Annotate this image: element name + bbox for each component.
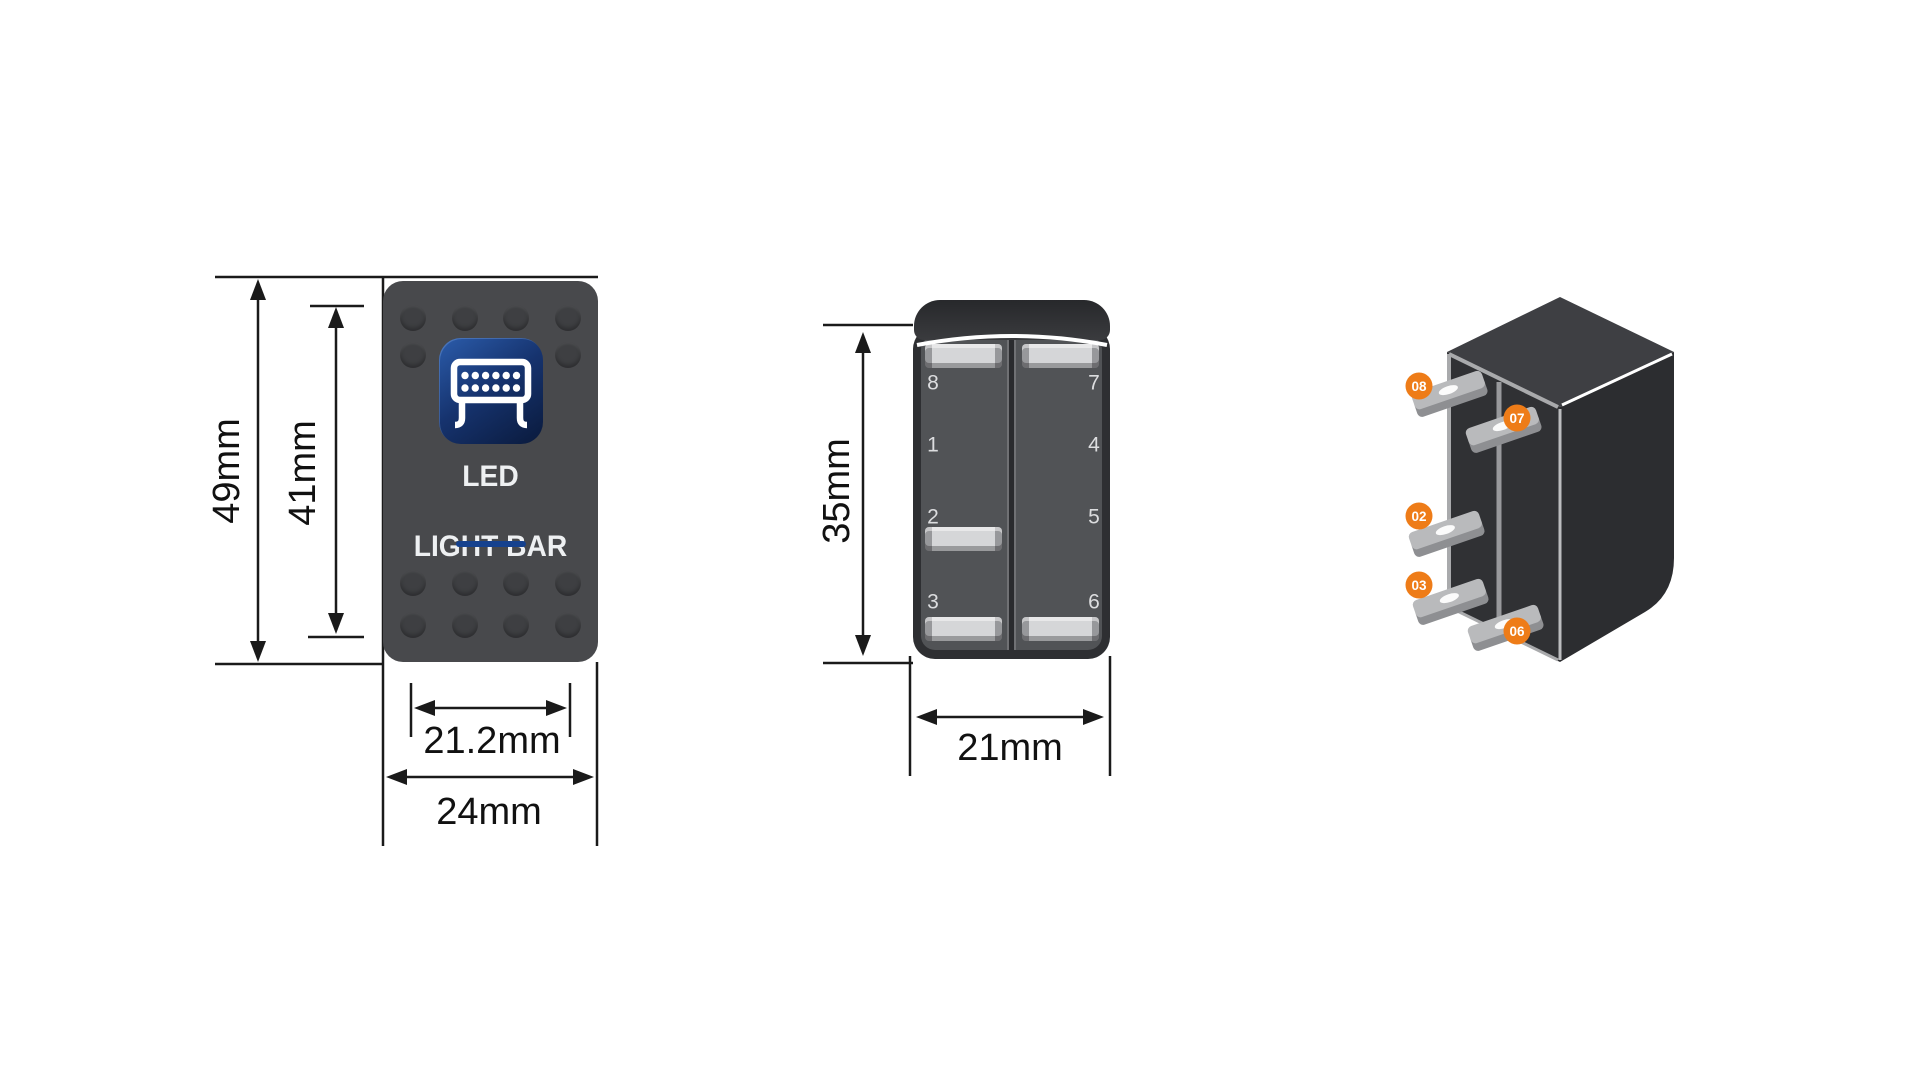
rocker-actuator-cap	[914, 300, 1110, 340]
grip-bump	[555, 342, 581, 368]
dim-width-outer-label: 24mm	[436, 791, 542, 833]
dim-width-inner-label: 21.2mm	[423, 720, 561, 762]
iso-right-face	[1560, 352, 1674, 662]
pin-badge-group: 08 07 02 03 06	[1405, 372, 1531, 645]
switch-body: 8 1 2 3 7 4 5 6	[913, 327, 1110, 659]
grip-bump	[555, 305, 581, 331]
terminal-blade	[1022, 617, 1099, 641]
pin-badge-label: 08	[1411, 379, 1427, 394]
pin-badge	[1405, 571, 1433, 599]
pin-number: 1	[927, 433, 939, 457]
center-divider	[1007, 336, 1016, 650]
rocker-switch-terminal-view: 8 1 2 3 7 4 5 6	[900, 295, 1130, 675]
led-light-bar-icon	[439, 338, 543, 444]
pin-number: 7	[1088, 371, 1100, 395]
dim-height-outer-label: 49mm	[206, 418, 248, 524]
rocker-switch-isometric-view: 08 07 02 03 06	[1405, 297, 1674, 662]
pin-badge	[1405, 372, 1433, 400]
dim-side-height-label: 35mm	[816, 438, 858, 544]
grip-bump	[400, 570, 426, 596]
rocker-legend-text: LED LIGHT BAR	[389, 459, 591, 564]
pin-number: 6	[1088, 590, 1100, 614]
cap-highlight-line	[916, 334, 1108, 347]
grip-bump	[400, 305, 426, 331]
pin-number: 8	[927, 371, 939, 395]
iso-terminal-blade	[1408, 510, 1485, 557]
grip-bump	[400, 342, 426, 368]
grip-bump	[400, 612, 426, 638]
pin-number: 5	[1088, 505, 1100, 529]
grip-bump	[452, 305, 478, 331]
terminal-blade	[925, 527, 1002, 551]
grip-bump	[503, 612, 529, 638]
dim-height-inner-label: 41mm	[282, 420, 324, 526]
pin-badge-label: 06	[1509, 624, 1525, 639]
pin-badge	[1405, 502, 1433, 530]
pin-badge	[1503, 617, 1531, 645]
rocker-switch-front-view: LED LIGHT BAR	[383, 281, 598, 662]
iso-terminal-blade	[1411, 370, 1488, 417]
iso-terminal-blade	[1412, 578, 1489, 625]
grip-bump	[452, 570, 478, 596]
rocker-legend-line1: LED	[462, 460, 519, 493]
grip-bump	[452, 612, 478, 638]
terminal-blade	[1022, 344, 1099, 368]
terminal-blade	[925, 344, 1002, 368]
pin-number: 3	[927, 590, 939, 614]
iso-edge-highlight	[1561, 352, 1673, 407]
grip-bump	[555, 570, 581, 596]
dim-side-width-label: 21mm	[957, 727, 1063, 769]
indicator-bar	[456, 541, 526, 547]
terminal-blade	[925, 617, 1002, 641]
pin-number: 4	[1088, 433, 1100, 457]
grip-bump	[555, 612, 581, 638]
pin-badge-label: 02	[1411, 509, 1426, 524]
pin-badge-label: 03	[1411, 578, 1427, 593]
pin-number: 2	[927, 505, 939, 529]
grip-bump	[503, 570, 529, 596]
pin-badge-label: 07	[1509, 411, 1524, 426]
grip-bump	[503, 305, 529, 331]
pin-badge	[1503, 404, 1531, 432]
